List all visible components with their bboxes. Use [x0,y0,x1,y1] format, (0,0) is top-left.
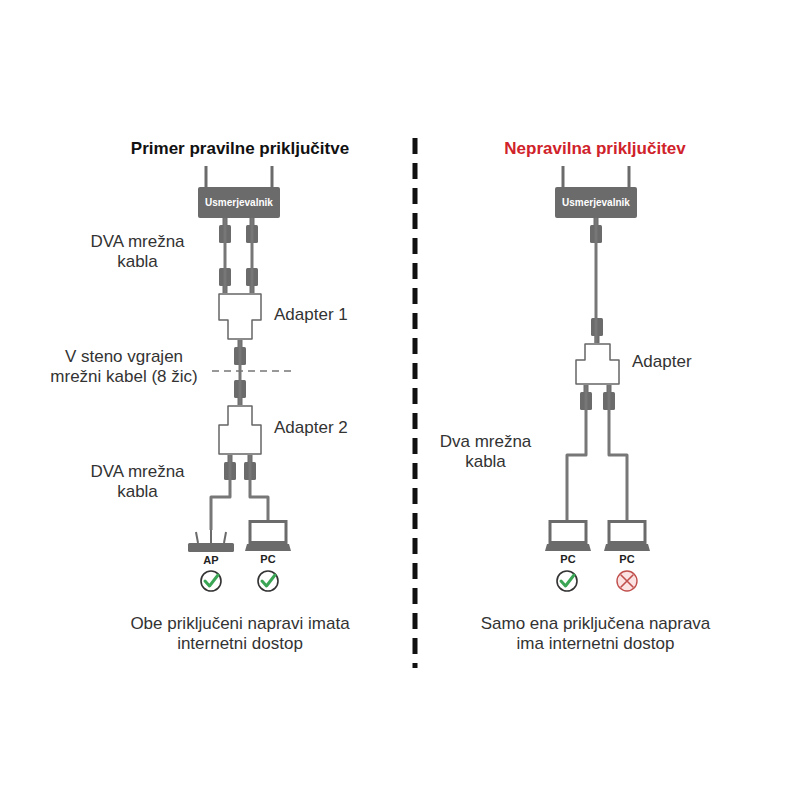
wall-line [212,370,292,372]
ok-mark [258,571,278,591]
ok-mark [201,571,221,591]
router-box: Usmerjevalnik [555,187,637,218]
adapter-label: Adapter [632,352,692,372]
router-label: Usmerjevalnik [198,187,280,218]
fail-mark [617,571,637,591]
network-cable [567,385,586,520]
network-cable [224,218,227,293]
adapter-box: Adapter 1 [218,293,262,340]
laptop-icon: PC [604,520,650,551]
ok-mark [557,571,577,591]
network-cable [251,218,254,293]
caption: Samo ena priključena naprava ima interne… [473,614,718,655]
adapter-label: Adapter 1 [274,305,348,325]
network-cable [211,455,230,530]
pc-shape [545,520,591,551]
adapterUp-shape [218,405,262,455]
cable-label: DVA mrežna kabla [85,462,190,503]
pc-shape [604,520,650,551]
laptop-icon: PC [545,520,591,551]
network-cable [239,340,242,405]
adapter-box: Adapter [575,343,620,385]
section-heading: Nepravilna priključitev [445,139,745,159]
laptop-icon: PC [245,520,291,551]
cable-label: Dva mrežna kabla [433,432,538,473]
network-cable [250,455,268,520]
caption: Obe priključeni napravi imata internetni… [115,614,365,655]
router-label: Usmerjevalnik [555,187,637,218]
ap-shape [188,530,234,552]
wall-cable-label: V steno vgrajen mrežni kabel (8 žic) [40,347,208,388]
pc-shape [245,520,291,551]
router-box: Usmerjevalnik [198,187,280,218]
adapterUp-shape [575,343,620,385]
device-label: PC [535,553,601,565]
device-label: PC [594,553,660,565]
divider [413,138,418,668]
device-label: AP [178,554,244,566]
network-cable [595,218,598,343]
adapter-box: Adapter 2 [218,405,262,455]
section-heading: Primer pravilne priključitve [90,139,390,159]
cable-label: DVA mrežna kabla [85,232,190,273]
network-cable [609,385,627,520]
access-point-icon: AP [188,530,234,552]
device-label: PC [235,553,301,565]
adapter-label: Adapter 2 [274,418,348,438]
adapterDown-shape [218,293,262,340]
